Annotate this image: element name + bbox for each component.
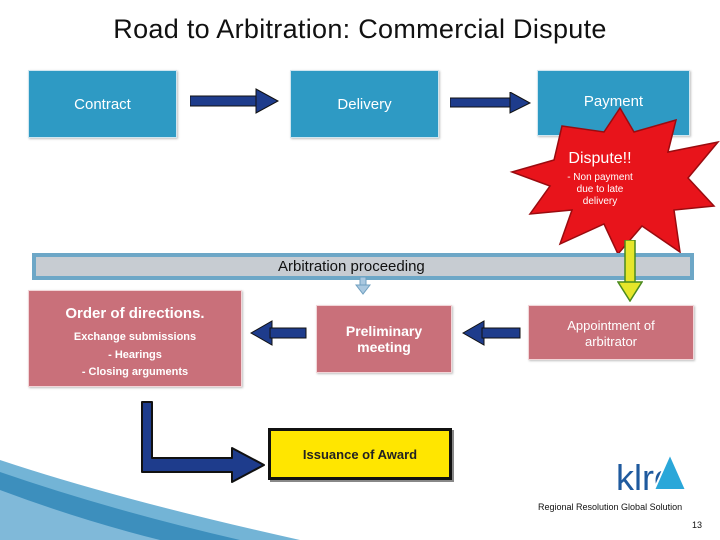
dispute-detail-line: due to late	[576, 184, 624, 195]
decorative-swoosh	[0, 460, 300, 540]
payment-label: Payment	[583, 93, 644, 110]
arrow-right-icon	[450, 92, 532, 114]
tagline: Regional Resolution Global Solution	[538, 502, 683, 512]
page-title: Road to Arbitration: Commercial Dispute	[113, 14, 607, 44]
delivery-label: Delivery	[337, 95, 392, 113]
contract-label: Contract	[74, 95, 131, 113]
page-number: 13	[692, 520, 703, 530]
preliminary-meeting-line: meeting	[357, 339, 411, 355]
issuance-of-award-label: Issuance of Award	[302, 446, 418, 462]
appointment-line: arbitrator	[584, 334, 638, 349]
directions-item: - Hearings	[108, 349, 162, 361]
dispute-detail-line: delivery	[582, 196, 618, 207]
dispute-burst-icon	[509, 106, 720, 256]
klrc-logo-mark: klrc	[616, 451, 688, 498]
directions-item: - Closing arguments	[81, 366, 189, 378]
arrow-right-icon	[190, 88, 280, 114]
directions-heading: Order of directions.	[65, 305, 205, 322]
arrow-down-icon	[355, 277, 371, 295]
bent-arrow-icon	[141, 401, 265, 483]
issuance-of-award-box: Issuance of Award	[268, 428, 452, 480]
dispute-heading: Dispute!!	[568, 150, 632, 167]
arbitration-proceeding-label: Arbitration proceeding	[278, 258, 425, 275]
arrow-left-icon	[462, 320, 521, 346]
appointment-of-arbitrator-box: Appointment of arbitrator	[528, 305, 694, 360]
order-of-directions-box: Order of directions. Exchange submission…	[28, 290, 242, 387]
delivery-box: Delivery	[290, 70, 439, 138]
appointment-line: Appointment of	[567, 318, 655, 333]
dispute-detail: - Non payment due to late delivery	[540, 172, 660, 208]
dispute-detail-line: - Non payment	[567, 172, 633, 183]
arrow-left-icon	[250, 320, 307, 346]
directions-item: Exchange submissions	[73, 331, 197, 343]
preliminary-meeting-box: Preliminary meeting	[316, 305, 452, 373]
preliminary-meeting-line: Preliminary	[345, 323, 423, 339]
contract-box: Contract	[28, 70, 177, 138]
arrow-down-icon	[617, 240, 643, 302]
klrc-logo: klrc	[612, 451, 702, 498]
